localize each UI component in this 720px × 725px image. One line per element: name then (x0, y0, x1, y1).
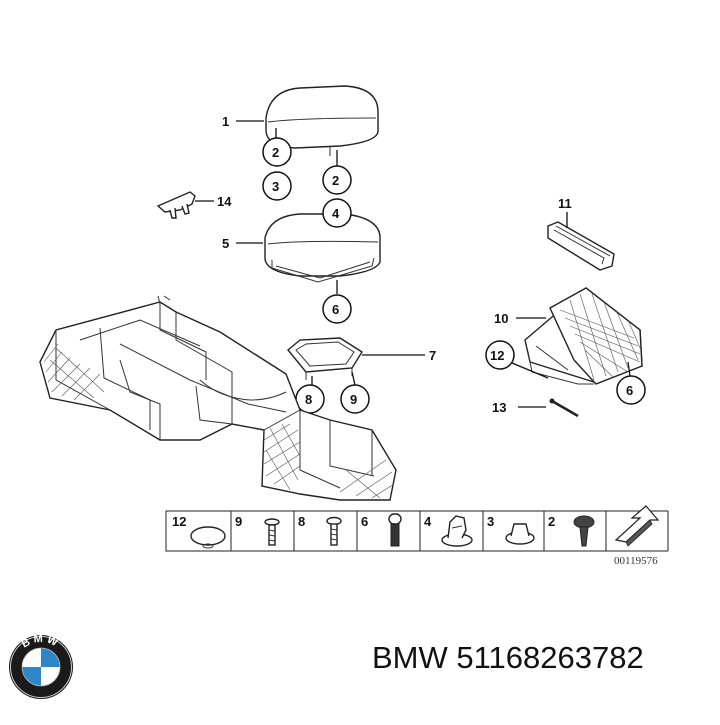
callout-8: 8 (305, 392, 312, 407)
callout-4: 4 (332, 206, 340, 221)
strip-label-3: 3 (487, 514, 494, 529)
svg-text:BMW: BMW (20, 634, 63, 651)
callout-circle-6b (616, 375, 646, 405)
callout-14: 14 (217, 194, 232, 209)
fastener-strip: 12 9 8 6 4 3 2 (165, 505, 669, 567)
bmw-logo: BMW (8, 633, 74, 700)
callout-7: 7 (429, 348, 436, 363)
callout-6b: 6 (626, 383, 633, 398)
callout-circle-9 (340, 384, 370, 414)
clip-part (156, 191, 196, 219)
part-number-caption: BMW 51168263782 (372, 640, 644, 675)
callout-9: 9 (350, 392, 357, 407)
callout-1: 1 (222, 114, 229, 129)
strip-label-2: 2 (548, 514, 555, 529)
callout-13: 13 (492, 400, 506, 415)
storage-insert-part (547, 221, 615, 271)
callout-circle-4 (322, 198, 352, 228)
callout-2a: 2 (272, 145, 279, 160)
console-carrier-part (39, 295, 397, 501)
strip-label-12: 12 (172, 514, 186, 529)
round-cap-fastener (190, 526, 226, 549)
armrest-cushion-part (264, 213, 381, 283)
small-screw-fastener (264, 518, 280, 546)
diagram-code: 00119576 (614, 555, 658, 567)
bolt-fastener (388, 513, 402, 547)
strip-label-6: 6 (361, 514, 368, 529)
strip-label-9: 9 (235, 514, 242, 529)
leader-9 (351, 371, 356, 386)
leader-6b (627, 361, 631, 377)
callout-3: 3 (272, 179, 279, 194)
callout-12: 12 (490, 348, 504, 363)
leader-12 (511, 362, 549, 379)
arrow-symbol-icon (614, 505, 660, 547)
strip-label-8: 8 (298, 514, 305, 529)
callout-6a: 6 (332, 302, 339, 317)
pin-part (549, 398, 579, 418)
callout-circle-6a (322, 294, 352, 324)
callout-5: 5 (222, 236, 229, 251)
strip-label-4: 4 (424, 514, 432, 529)
sheet-metal-screw-fastener (573, 515, 595, 547)
callout-11: 11 (558, 196, 572, 211)
expansion-clip-fastener (441, 515, 473, 547)
callout-circle-2a (262, 137, 292, 167)
callout-10: 10 (494, 311, 508, 326)
storage-lid-part (524, 287, 643, 385)
callout-circle-12 (485, 340, 515, 370)
logo-letters: BMW (20, 633, 60, 651)
grommet-fastener (505, 523, 535, 545)
tray-frame-part (287, 337, 363, 380)
callout-2b: 2 (332, 173, 339, 188)
callout-circle-3 (262, 171, 292, 201)
screw-fastener (326, 516, 342, 546)
